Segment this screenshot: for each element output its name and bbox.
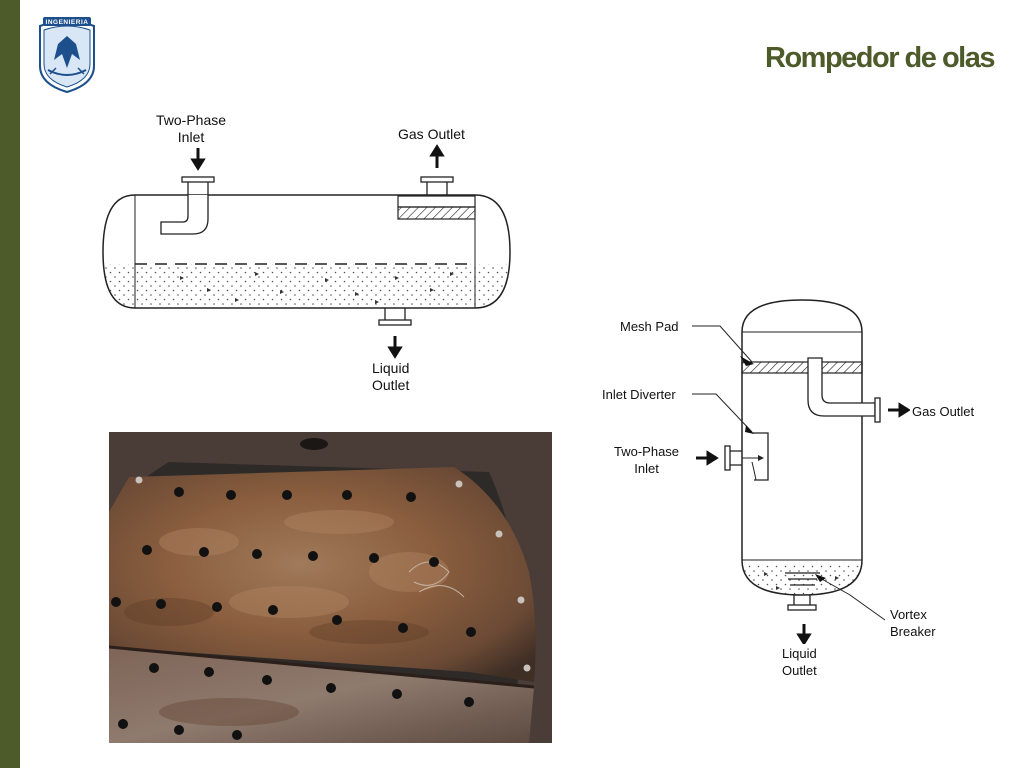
liquid-region — [103, 264, 510, 308]
vertical-liquid-region — [742, 564, 862, 595]
horizontal-liquid-outlet-label: Liquid Outlet — [372, 360, 410, 393]
vertical-gas-outlet-label: Gas Outlet — [912, 404, 975, 419]
horizontal-inlet-label: Two-Phase Inlet — [156, 112, 227, 145]
mesh-pad-label: Mesh Pad — [620, 319, 679, 334]
vertical-separator-diagram — [692, 299, 910, 621]
vertical-liquid-outlet-label: Liquid Outlet — [782, 646, 817, 678]
horizontal-separator-diagram — [102, 144, 511, 359]
university-crest-logo: INGENIERIA — [39, 17, 95, 94]
vortex-breaker-label: Vortex Breaker — [890, 607, 936, 639]
vertical-inlet-label: Two-Phase Inlet — [614, 444, 680, 476]
vertical-liquid-outlet-arrow — [796, 624, 812, 644]
inlet-diverter-label: Inlet Diverter — [602, 387, 676, 402]
svg-text:INGENIERIA: INGENIERIA — [46, 19, 89, 26]
sidebar-accent-bar — [0, 0, 20, 768]
vertical-vessel-shell — [741, 299, 863, 596]
wave-breaker-photo — [109, 432, 552, 743]
horizontal-gas-outlet-label: Gas Outlet — [398, 126, 465, 142]
slide-title: Rompedor de olas — [765, 42, 996, 74]
